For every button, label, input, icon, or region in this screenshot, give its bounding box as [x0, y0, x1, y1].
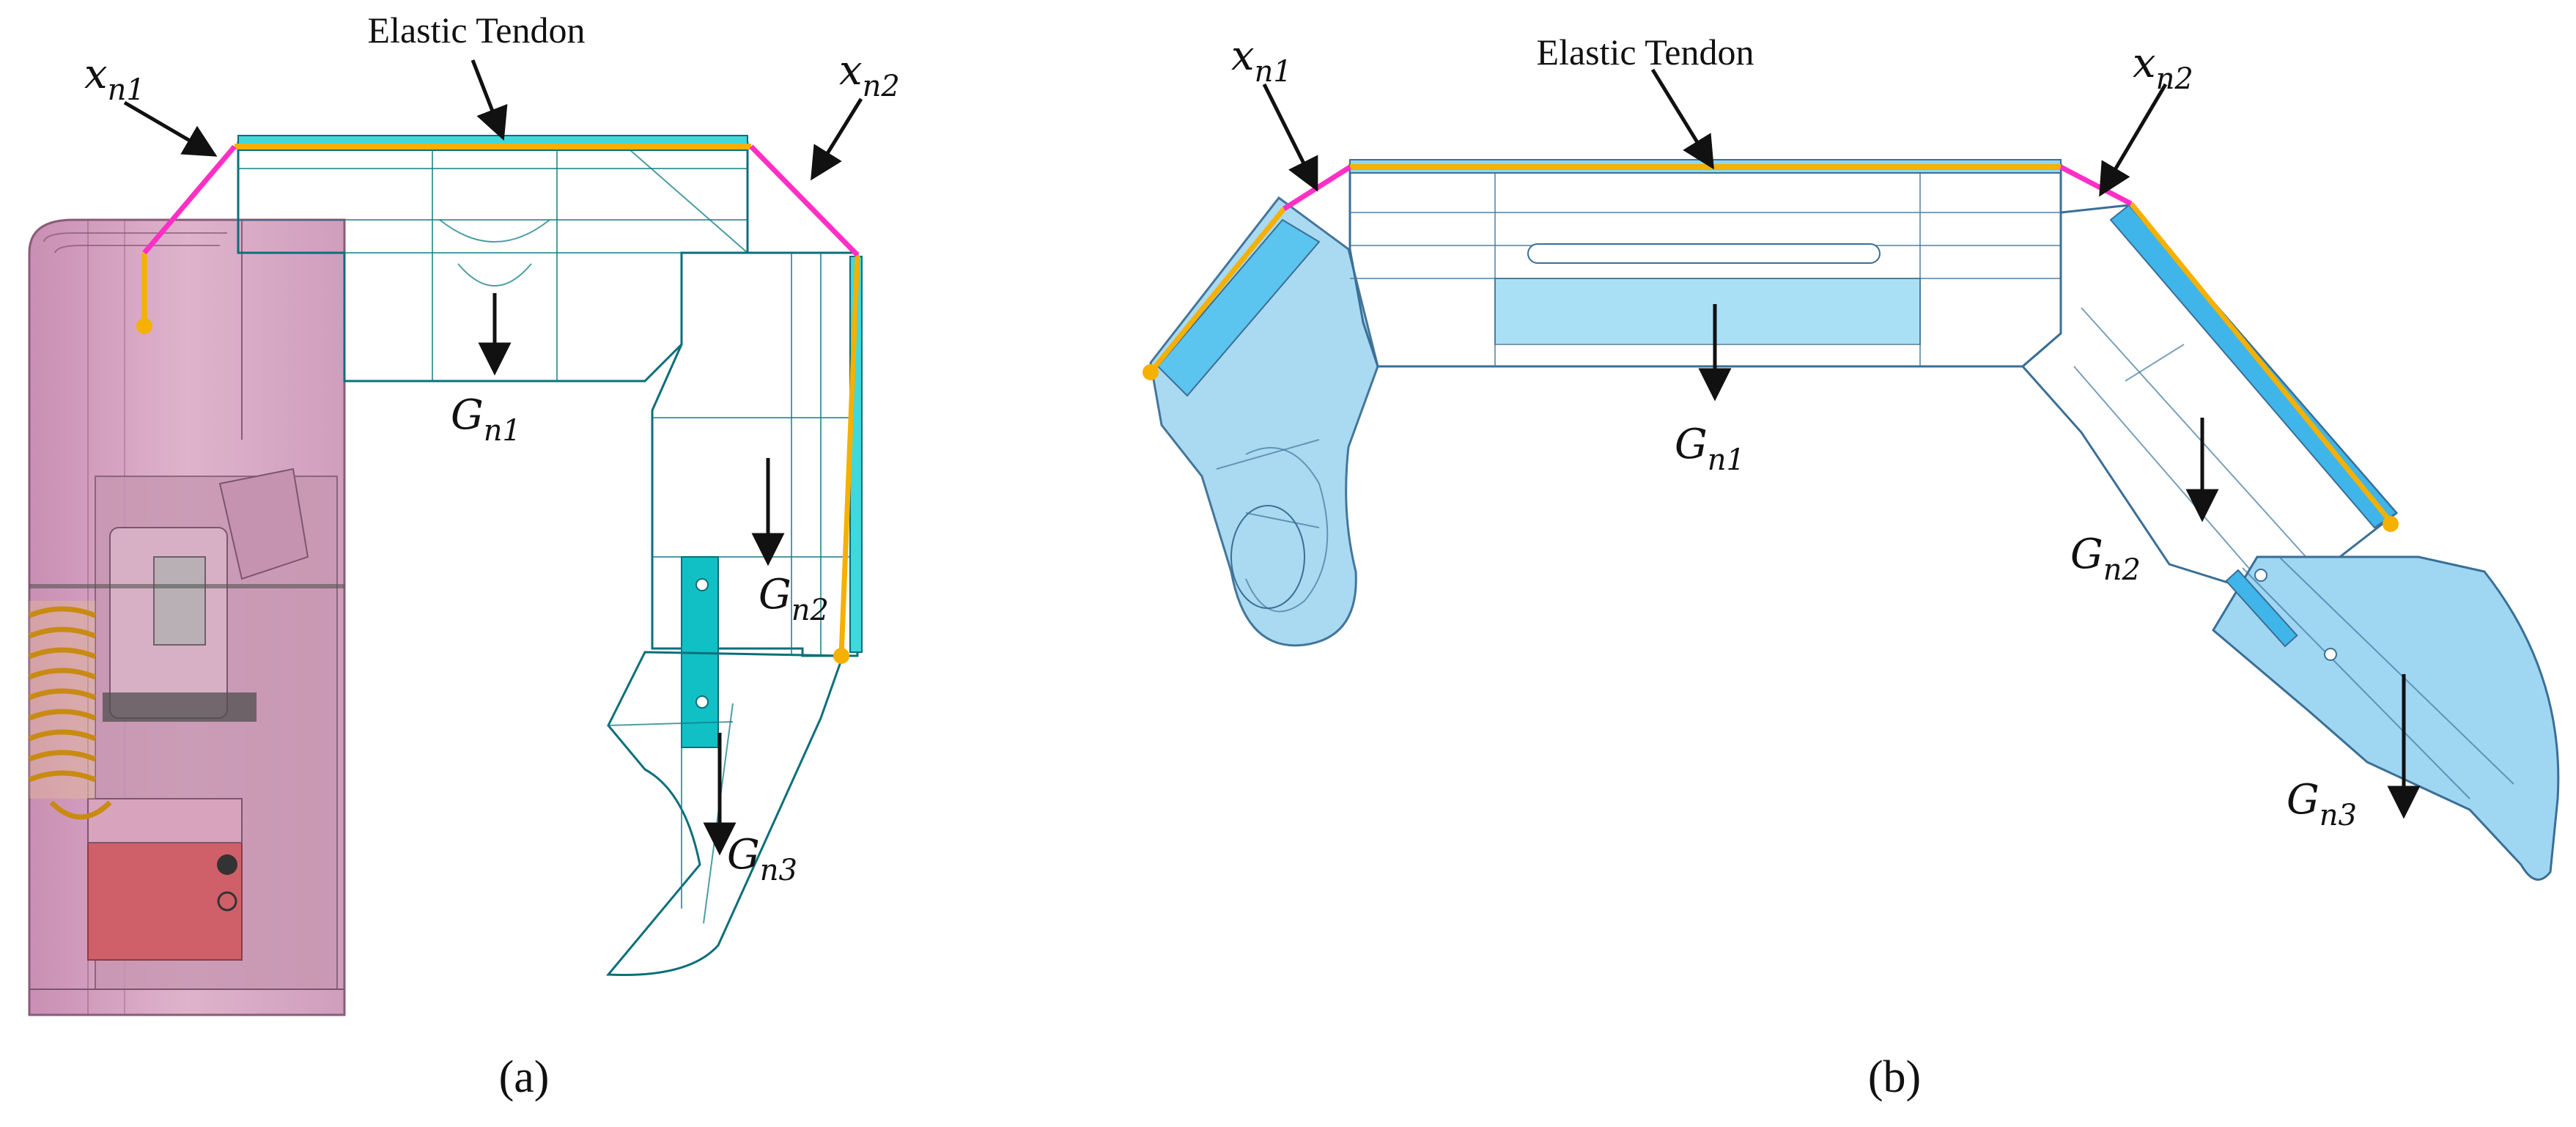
xn1-label-b: xn1 — [1231, 32, 1292, 89]
gn3-label-b: Gn3 — [2287, 776, 2357, 832]
tendon-a — [136, 144, 860, 664]
gn1-label-b: Gn1 — [1675, 421, 1745, 477]
proximal-link-b — [1149, 196, 1379, 647]
panel-a-label: (a) — [499, 1052, 550, 1102]
elastic-tendon-label-b: Elastic Tendon — [1537, 32, 1754, 73]
xn2-label-b: xn2 — [2133, 40, 2193, 96]
arrows-b — [1262, 68, 2421, 819]
labels-b: Elastic Tendon xn1 xn2 Gn1 Gn2 Gn3 (b) — [1231, 32, 2357, 1102]
palm-housing — [28, 218, 346, 1016]
middle-phalanx-a — [651, 251, 863, 748]
xn1-label-a: xn1 — [84, 51, 145, 107]
panel-b: Elastic Tendon xn1 xn2 Gn1 Gn2 Gn3 (b) — [1143, 32, 2560, 1102]
xn2-label-a: xn2 — [839, 47, 900, 103]
distal-phalanx-a — [605, 645, 845, 976]
panel-a: Elastic Tendon xn1 xn2 Gn1 Gn2 Gn3 (a) — [28, 10, 900, 1102]
distal-phalanx-b — [2212, 555, 2560, 881]
links-a — [142, 144, 860, 257]
panel-b-label: (b) — [1868, 1052, 1921, 1102]
middle-phalanx-b — [1348, 159, 2062, 368]
tendon-b — [1143, 164, 2399, 532]
labels-a: Elastic Tendon xn1 xn2 Gn1 Gn2 Gn3 (a) — [84, 10, 900, 1102]
elastic-tendon-label-a: Elastic Tendon — [368, 10, 586, 51]
arrows-a — [123, 59, 863, 856]
spring-coil — [28, 601, 112, 820]
gn1-label-a: Gn1 — [451, 391, 521, 448]
gn2-label-a: Gn2 — [759, 571, 829, 627]
gn2-label-b: Gn2 — [2070, 531, 2141, 587]
link-two-b — [2020, 204, 2399, 602]
gn3-label-a: Gn3 — [727, 831, 797, 887]
